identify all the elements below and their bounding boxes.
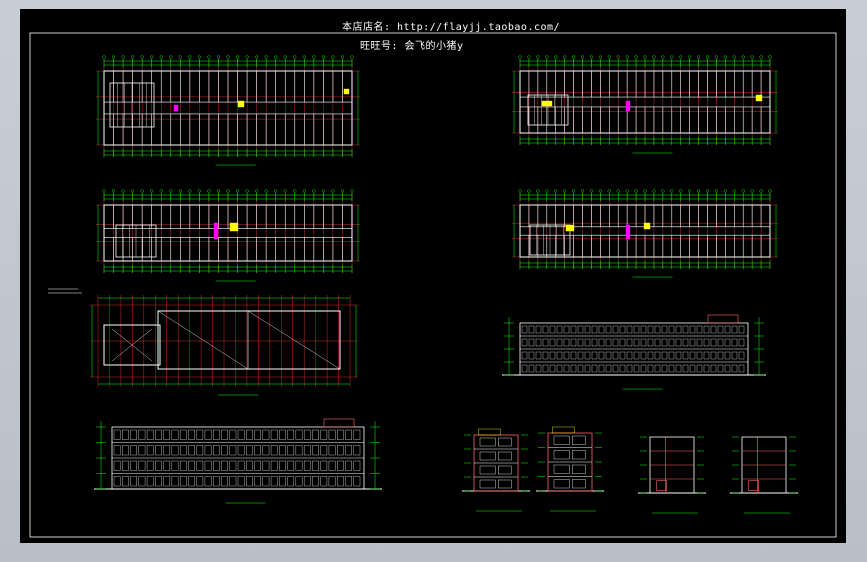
plan-2-drawing bbox=[512, 55, 778, 154]
elevation-rear-drawing bbox=[94, 418, 382, 504]
plan-3-drawing bbox=[96, 189, 360, 282]
plan-4-drawing bbox=[512, 189, 778, 278]
drawing-sheet[interactable]: 本店店名: http://flayjj.taobao.com/ 旺旺号: 会飞的… bbox=[20, 9, 846, 543]
side-elevation-2-drawing bbox=[536, 426, 604, 512]
plan-1-drawing bbox=[96, 55, 360, 166]
side-elevation-1-drawing bbox=[462, 428, 530, 512]
wangwang-label: 旺旺号: 会飞的小猪y bbox=[360, 41, 464, 52]
section-2-drawing bbox=[730, 436, 798, 514]
drawing-canvas bbox=[29, 32, 837, 538]
section-1-drawing bbox=[638, 436, 706, 514]
shop-name-label: 本店店名: http://flayjj.taobao.com/ bbox=[342, 22, 561, 33]
roof-plan-drawing bbox=[48, 288, 358, 396]
elevation-front-drawing bbox=[502, 314, 766, 390]
